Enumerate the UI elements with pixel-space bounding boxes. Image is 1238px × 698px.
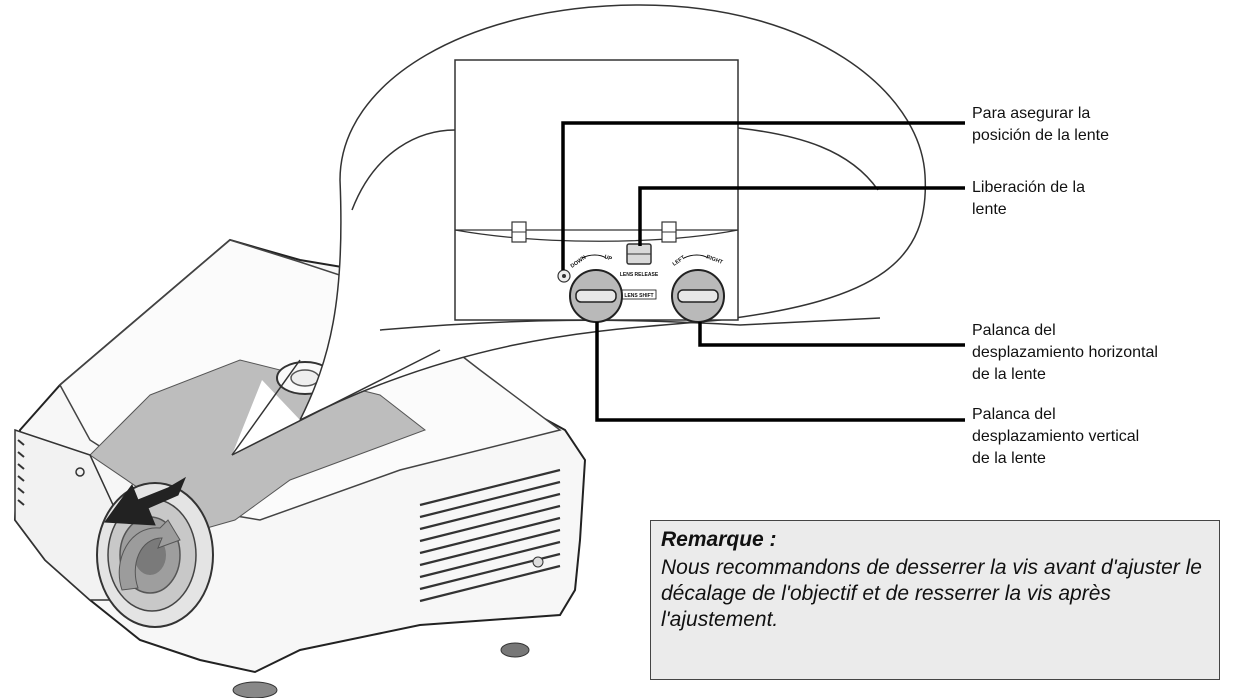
pointer-edge-1 (231, 349, 441, 456)
lens-rotate-arrow (118, 519, 181, 591)
foot-right (500, 642, 530, 658)
leader-vertical (595, 322, 965, 422)
label-lens-release: LENS RELEASE (620, 272, 659, 278)
top-knob-inner (290, 369, 320, 387)
bubble-right-shoulder (737, 127, 879, 191)
callout-lens-release: Liberación de la lente (972, 179, 1085, 218)
leader-release (638, 186, 965, 246)
release-direction-arrow (104, 476, 187, 526)
label-lens-shift: LENS SHIFT (624, 293, 653, 299)
horizontal-arc-mark (683, 254, 709, 259)
bubble-left-shoulder (351, 129, 456, 211)
callout-horizontal-shift: Palanca del desplazamiento horizontal de… (972, 322, 1158, 383)
label-right: RIGHT (705, 254, 724, 266)
leader-lines (561, 121, 965, 422)
vertical-arc-mark (581, 254, 607, 259)
side-port (532, 556, 544, 568)
lock-screw-center (562, 274, 566, 278)
vertical-dial-slot (575, 289, 617, 303)
horizontal-dial-slot (677, 289, 719, 303)
housing-curve (454, 229, 739, 242)
note-body: Nous recommandons de desserrer la vis av… (661, 556, 1202, 631)
zoom-bubble: LENS RELEASE LENS SHIFT DOWN UP LEFT RIG… (231, 4, 927, 456)
foot-front (232, 681, 278, 698)
lens-housing (454, 59, 739, 321)
note-title: Remarque : (661, 528, 777, 551)
left-vents (17, 439, 25, 506)
label-up: UP (603, 254, 613, 262)
leader-horizontal (698, 322, 965, 347)
pointer-edge-2 (231, 359, 301, 456)
callout-vertical-shift: Palanca del desplazamiento vertical de l… (972, 406, 1140, 467)
zoom-bubble-pointer (232, 380, 300, 455)
leader-lock (561, 121, 965, 270)
note-box: Remarque : Nous recommandons de desserre… (650, 520, 1220, 680)
callout-lens-lock: Para asegurar la posición de la lente (972, 105, 1109, 144)
ir-sensor (75, 467, 85, 477)
projector-front (14, 428, 121, 601)
